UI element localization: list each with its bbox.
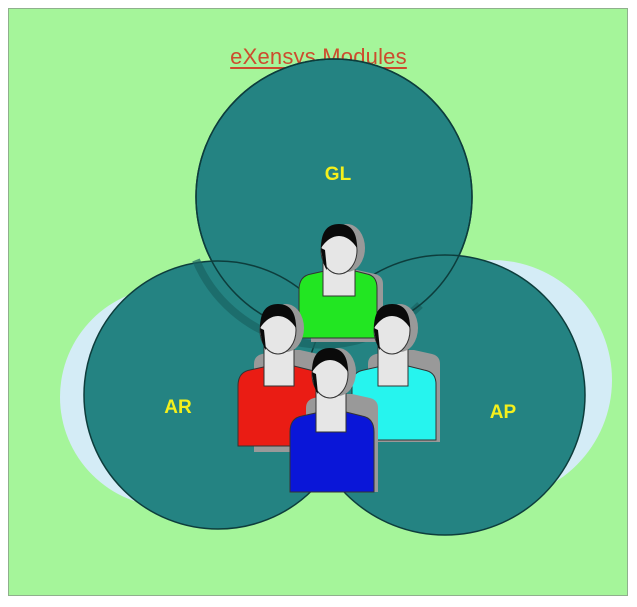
user-hair	[321, 224, 357, 248]
user-hair	[374, 304, 410, 328]
user-hair-side	[260, 328, 266, 350]
user-shirt	[298, 269, 378, 339]
module-label-ar: AR	[164, 397, 192, 418]
user-figure-cyan	[351, 304, 440, 442]
module-label-gl: GL	[325, 164, 352, 185]
user-figure-green	[298, 224, 383, 342]
user-hair	[260, 304, 296, 328]
user-hair-side	[321, 248, 327, 270]
user-figures	[237, 224, 440, 493]
module-label-ap: AP	[490, 402, 517, 423]
user-shirt	[289, 411, 375, 493]
user-figure-blue	[289, 348, 378, 493]
user-hair	[312, 348, 348, 372]
user-hair-side	[374, 328, 380, 350]
module-labels: GL AR AP	[164, 164, 516, 423]
user-hair-side	[312, 372, 318, 394]
